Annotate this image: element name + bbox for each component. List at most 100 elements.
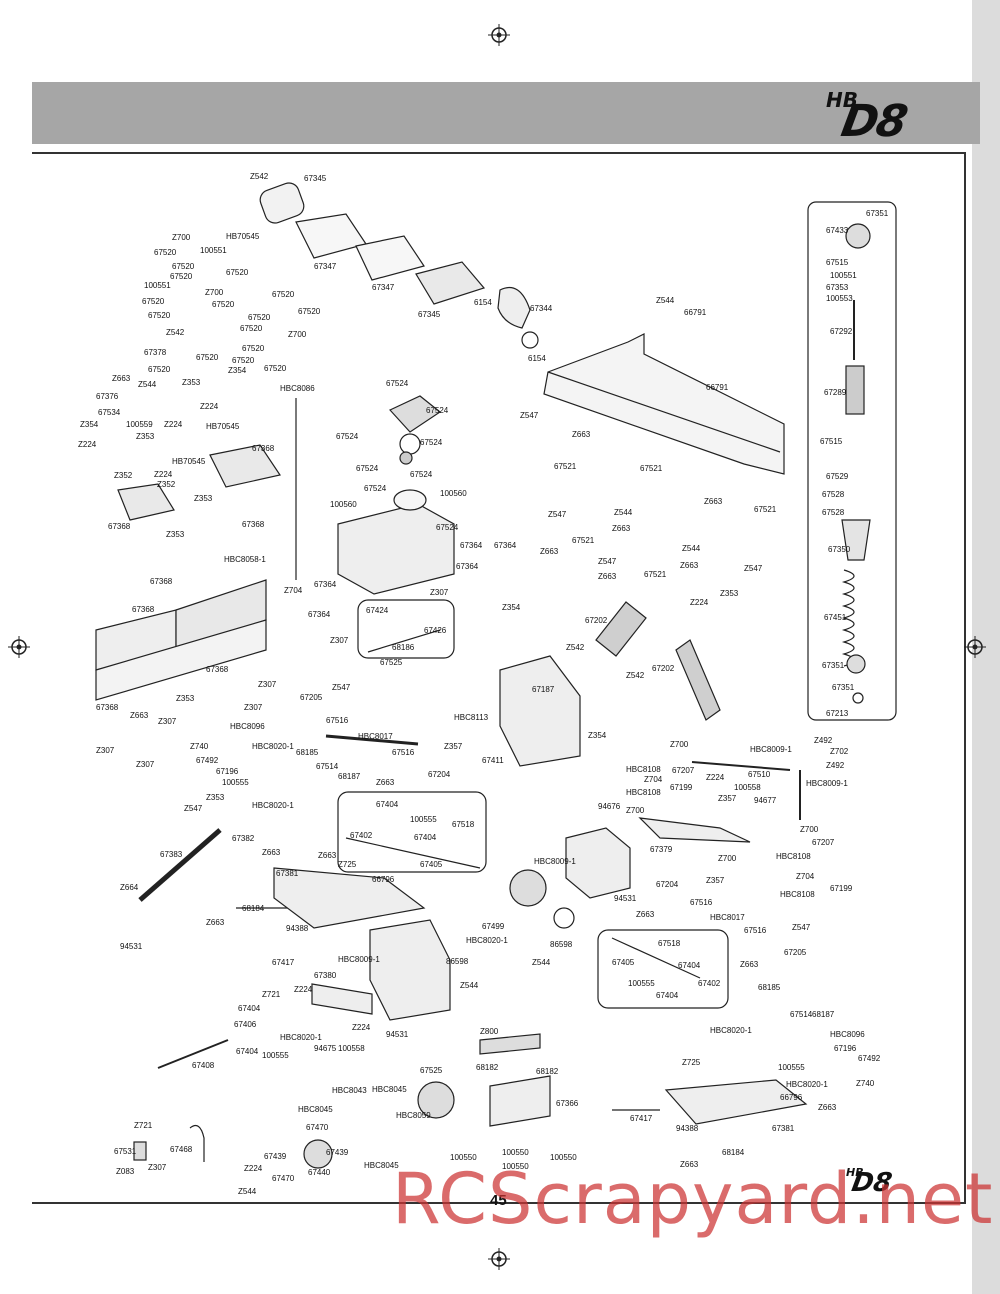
- part-number-label: 68187: [338, 772, 361, 781]
- part-number-label: 67520: [298, 307, 321, 316]
- part-number-label: HB70545: [206, 422, 240, 431]
- part-number-label: HBC8045: [372, 1085, 407, 1094]
- part-number-label: 67405: [420, 860, 443, 869]
- part-number-label: 67499: [482, 922, 505, 931]
- part-number-label: 100558: [338, 1044, 365, 1053]
- part-number-label: 67520: [196, 353, 219, 362]
- part-number-label: 67405: [612, 958, 635, 967]
- part-number-label: 67406: [234, 1020, 257, 1029]
- part-number-label: 67518: [658, 939, 681, 948]
- part-number-label: Z700: [718, 854, 737, 863]
- part-number-label: Z700: [670, 740, 689, 749]
- part-number-label: Z352: [114, 471, 133, 480]
- part-number-label: Z224: [200, 402, 219, 411]
- part-number-label: Z544: [138, 380, 157, 389]
- part-number-label: HBC8020-1: [466, 936, 508, 945]
- part-number-label: 68184: [242, 904, 265, 913]
- part-number-label: Z353: [720, 589, 739, 598]
- part-number-label: Z492: [814, 736, 833, 745]
- part-number-label: HBC8020-1: [710, 1026, 752, 1035]
- part-number-label: 66791: [706, 383, 729, 392]
- part-number-label: 67417: [630, 1114, 653, 1123]
- part-number-label: Z542: [566, 643, 585, 652]
- part-number-label: HBC8108: [776, 852, 811, 861]
- part-number-label: HB70545: [226, 232, 260, 241]
- part-number-label: 67521: [554, 462, 577, 471]
- part-number-label: Z547: [332, 683, 351, 692]
- part-number-label: Z663: [636, 910, 655, 919]
- part-number-label: 100551: [200, 246, 227, 255]
- part-number-label: 67380: [314, 971, 337, 980]
- part-number-label: 67366: [556, 1099, 579, 1108]
- part-number-label: 100559: [126, 420, 153, 429]
- part-number-label: Z725: [682, 1058, 701, 1067]
- part-number-label: 100551: [144, 281, 171, 290]
- part-number-label: 67368: [150, 577, 173, 586]
- part-number-label: 67520: [148, 311, 171, 320]
- part-number-label: Z725: [338, 860, 357, 869]
- part-number-label: Z353: [182, 378, 201, 387]
- part-number-label: 67364: [308, 610, 331, 619]
- part-number-label: Z544: [238, 1187, 257, 1196]
- page-number: 45: [490, 1192, 507, 1209]
- registration-mark-icon: [488, 1248, 510, 1270]
- part-number-label: 67426: [424, 626, 447, 635]
- part-number-label: 100550: [502, 1148, 529, 1157]
- part-number-label: HBC8086: [280, 384, 315, 393]
- part-number-label: 67368: [96, 703, 119, 712]
- part-number-label: Z544: [460, 981, 479, 990]
- part-number-label: 67347: [314, 262, 337, 271]
- part-number-label: 67520: [272, 290, 295, 299]
- part-number-label: 67408: [192, 1061, 215, 1070]
- part-number-label: 67187: [532, 685, 555, 694]
- part-number-label: 67199: [830, 884, 853, 893]
- part-number-label: 68185: [296, 748, 319, 757]
- part-number-label: 67368: [108, 522, 131, 531]
- part-number-label: HBC8020-1: [280, 1033, 322, 1042]
- part-number-label: Z702: [830, 747, 849, 756]
- part-number-label: HBC8009-1: [806, 779, 848, 788]
- part-number-label: 67382: [232, 834, 255, 843]
- part-number-label: 67368: [206, 665, 229, 674]
- part-number-label: 67520: [212, 300, 235, 309]
- part-number-label: 67351: [832, 683, 855, 692]
- part-number-label: 67520: [232, 356, 255, 365]
- part-number-label: 67520: [242, 344, 265, 353]
- part-number-label: Z353: [206, 793, 225, 802]
- part-number-label: 67492: [858, 1054, 881, 1063]
- brand-logo-prefix: HB: [826, 88, 858, 112]
- part-number-label: Z307: [158, 717, 177, 726]
- part-number-label: Z542: [250, 172, 269, 181]
- part-number-label: 68182: [536, 1067, 559, 1076]
- part-number-label: 67525: [420, 1066, 443, 1075]
- part-number-label: 67521: [572, 536, 595, 545]
- part-number-label: Z800: [480, 1027, 499, 1036]
- part-number-label: 86598: [446, 957, 469, 966]
- part-number-label: Z354: [80, 420, 99, 429]
- part-number-label: Z700: [172, 233, 191, 242]
- part-number-label: Z663: [206, 918, 225, 927]
- part-number-label: Z547: [792, 923, 811, 932]
- part-number-label: 67516: [326, 716, 349, 725]
- part-number-label: 67515: [820, 437, 843, 446]
- part-number-label: 6154: [474, 298, 492, 307]
- part-number-label: HBC8108: [780, 890, 815, 899]
- registration-mark-icon: [488, 24, 510, 46]
- part-number-label: 67378: [144, 348, 167, 357]
- part-number-label: Z547: [598, 557, 617, 566]
- part-number-label: 68185: [758, 983, 781, 992]
- part-number-label: 67351: [822, 661, 845, 670]
- part-number-label: 67364: [456, 562, 479, 571]
- part-number-label: 67525: [380, 658, 403, 667]
- part-number-label: Z354: [588, 731, 607, 740]
- part-number-label: 67381: [772, 1124, 795, 1133]
- part-number-label: 67524: [356, 464, 379, 473]
- part-number-label: Z721: [134, 1121, 153, 1130]
- part-number-label: 67524: [364, 484, 387, 493]
- part-number-label: 66796: [372, 875, 395, 884]
- part-number-label: Z224: [690, 598, 709, 607]
- part-number-label: HBC8017: [710, 913, 745, 922]
- watermark-text: RCScrapyard.net: [392, 1158, 994, 1240]
- part-number-label: Z544: [532, 958, 551, 967]
- part-number-label: 68187: [812, 1010, 835, 1019]
